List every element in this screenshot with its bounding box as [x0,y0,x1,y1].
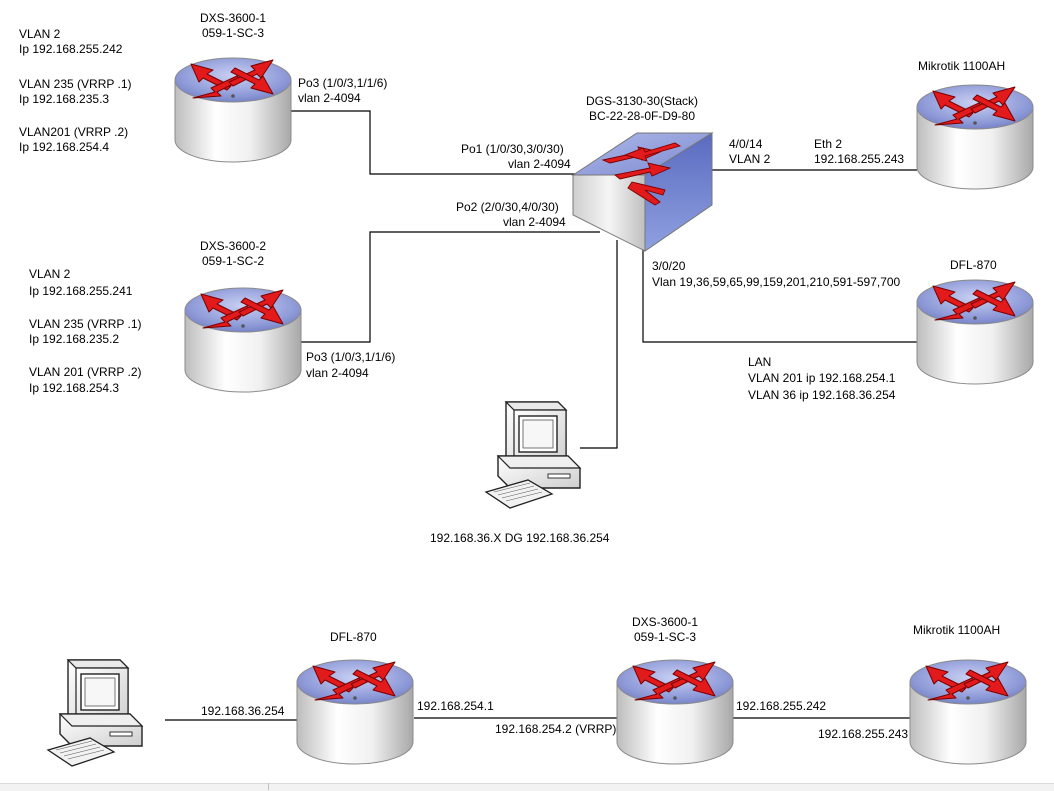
dgs-name-label: DGS-3130-30(Stack) [585,94,699,108]
dxs1-vlan235-ip-label: Ip 192.168.235.3 [19,92,110,106]
dxs2-vlan201-ip-label: Ip 192.168.254.3 [29,381,120,395]
dxs1-vlan201-ip-label: Ip 192.168.254.4 [19,140,110,154]
dgs-mac-label: BC-22-28-0F-D9-80 [588,109,696,123]
link-dxs1-dgs [290,110,575,175]
link-dgs-dfl [642,250,917,343]
workstation-computer-icon [485,401,581,509]
dxs2-name-label: DXS-3600-2 [199,239,267,253]
dxs1-port-label: Po3 (1/0/3,1/1/6) [298,76,388,90]
dxs1-port-vlan-label: vlan 2-4094 [298,91,361,105]
dxs1-vlan201-label: VLAN201 (VRRP .2) [19,125,129,139]
dxs1-vlan235-label: VLAN 235 (VRRP .1) [19,77,132,91]
dgs-mikrotik-port-label: 4/0/14 [729,137,763,151]
dxs-3600-2-router-icon [184,287,302,393]
dxs2-vlan201-label: VLAN 201 (VRRP .2) [29,365,142,379]
po2-vlan-label: vlan 2-4094 [503,215,566,229]
dxs2-vlan2-ip-label: Ip 192.168.255.241 [29,284,133,298]
bottom-dxs-id-label: 059-1-SC-3 [633,630,697,644]
bottom-pc-ip-label: 192.168.36.254 [201,704,285,718]
mikrotik-eth-label: Eth 2 [814,137,843,151]
dgs-stack-switch-icon [571,132,714,252]
dgs-dfl-vlans-label: Vlan 19,36,59,65,99,159,201,210,591-597,… [652,275,901,289]
link-dxs2-dgs [300,231,600,343]
bottom-dxs-3600-1-router-icon [616,659,734,765]
mikrotik-router-icon [916,84,1034,190]
bottom-dfl-ip-label: 192.168.254.1 [417,699,494,713]
bottom-dxs-name-label: DXS-3600-1 [631,615,699,629]
bottom-computer-icon [47,659,143,767]
dxs1-name-label: DXS-3600-1 [199,11,267,25]
bottom-dxs-ip-label: 192.168.255.242 [736,699,827,713]
bottom-dfl-870-router-icon [296,659,414,765]
bottom-edge-strip [0,783,1054,791]
bottom-edge-divider [268,783,269,790]
dxs-3600-1-router-icon [174,57,292,163]
po1-port-label: Po1 (1/0/30,3/0/30) [461,142,564,156]
pc-address-label: 192.168.36.X DG 192.168.36.254 [430,531,610,545]
dfl-lan-label: LAN [748,355,772,369]
link-dgs-pc [580,240,618,449]
bottom-dfl-name-label: DFL-870 [330,630,377,644]
dxs1-vlan2-ip-label: Ip 192.168.255.242 [19,42,123,56]
dgs-mikrotik-vlan-label: VLAN 2 [729,152,771,166]
mikrotik-ip-label: 192.168.255.243 [814,152,905,166]
po1-vlan-label: vlan 2-4094 [508,157,571,171]
dxs2-port-vlan-label: vlan 2-4094 [306,366,369,380]
po2-port-label: Po2 (2/0/30,4/0/30) [456,200,559,214]
dfl-lan-vlan201-label: VLAN 201 ip 192.168.254.1 [748,371,896,385]
dfl-870-router-icon [916,279,1034,385]
bottom-mikrotik-router-icon [909,659,1027,765]
dxs2-vlan235-ip-label: Ip 192.168.235.2 [29,332,120,346]
dxs1-vlan2-label: VLAN 2 [19,27,61,41]
dxs2-port-label: Po3 (1/0/3,1/1/6) [306,350,396,364]
bottom-vrrp-ip-label: 192.168.254.2 (VRRP) [495,722,617,736]
dxs2-vlan235-label: VLAN 235 (VRRP .1) [29,317,142,331]
dxs2-id-label: 059-1-SC-2 [201,254,265,268]
connection-lines [165,110,917,721]
dfl-lan-vlan36-label: VLAN 36 ip 192.168.36.254 [748,388,896,402]
bottom-mikrotik-name-label: Mikrotik 1100AH [913,623,1001,637]
mikrotik-name-label: Mikrotik 1100AH [918,59,1006,73]
dxs1-id-label: 059-1-SC-3 [201,26,265,40]
dfl-name-label: DFL-870 [950,258,997,272]
dgs-dfl-port-label: 3/0/20 [652,259,686,273]
bottom-mikrotik-ip-label: 192.168.255.243 [818,727,909,741]
dxs2-vlan2-label: VLAN 2 [29,267,71,281]
